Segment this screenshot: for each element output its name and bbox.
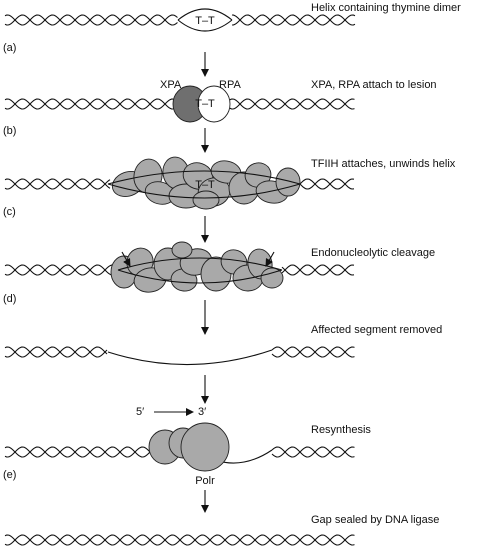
five-prime-label: 5′ bbox=[136, 406, 144, 418]
dimer-bubble-bottom bbox=[177, 19, 233, 32]
dna-helix bbox=[4, 534, 355, 546]
dna-strand-2 bbox=[299, 178, 355, 190]
dna-strand-2 bbox=[4, 264, 118, 276]
dna-strand-1 bbox=[271, 346, 355, 358]
panel-label-e: (e) bbox=[3, 469, 16, 481]
panel-label-c: (c) bbox=[3, 206, 16, 218]
dna-strand-1 bbox=[4, 264, 118, 276]
dna-strand-2 bbox=[231, 14, 356, 26]
protein-subunit bbox=[171, 241, 193, 259]
step-e-helix bbox=[4, 422, 355, 472]
excision-complex bbox=[110, 241, 284, 293]
rpa-protein bbox=[197, 85, 231, 123]
unwound-strand-bottom bbox=[107, 183, 301, 199]
panel-label-d: (d) bbox=[3, 293, 16, 305]
rpa-label: RPA bbox=[219, 79, 241, 91]
polymerase-label: Polr bbox=[195, 475, 215, 487]
dna-strand-1 bbox=[4, 178, 111, 190]
dna-strand-2 bbox=[4, 178, 111, 190]
dna-helix bbox=[4, 178, 355, 190]
unwound-strand-top bbox=[117, 257, 283, 271]
unwound-strand-top bbox=[107, 170, 301, 185]
unwound-strand-bottom bbox=[117, 269, 283, 284]
step-b-helix: T–T bbox=[4, 85, 355, 123]
dna-strand-1 bbox=[4, 14, 178, 26]
xpa-label: XPA bbox=[160, 79, 182, 91]
tfiih-complex bbox=[111, 156, 301, 210]
thymine-dimer-label: T–T bbox=[195, 179, 215, 191]
protein-subunit bbox=[192, 190, 220, 210]
dna-strand-2 bbox=[281, 264, 355, 276]
dna-helix bbox=[4, 264, 355, 276]
dna-strand-2 bbox=[271, 346, 355, 358]
remaining-strand bbox=[107, 349, 273, 366]
caption-d: Endonucleolytic cleavage bbox=[311, 247, 435, 259]
dimer-bubble-top bbox=[177, 8, 233, 21]
panel-label-a: (a) bbox=[3, 42, 16, 54]
caption-c: TFIIH attaches, unwinds helix bbox=[311, 158, 456, 170]
cleavage-arrow-right bbox=[265, 251, 275, 267]
caption-a: Helix containing thymine dimer bbox=[311, 2, 461, 14]
dna-strand-2 bbox=[271, 446, 355, 458]
thymine-dimer-label: T–T bbox=[195, 98, 215, 110]
dna-strand-2 bbox=[4, 14, 178, 26]
caption-b: XPA, RPA attach to lesion bbox=[311, 79, 437, 91]
dna-helix bbox=[4, 14, 356, 26]
step-sealed-helix bbox=[4, 534, 355, 546]
dna-strand-1 bbox=[271, 446, 355, 458]
cleavage-arrow-left bbox=[121, 251, 131, 267]
caption-e: Resynthesis bbox=[311, 424, 371, 436]
thymine-dimer-label: T–T bbox=[195, 15, 215, 27]
dna-strand-1 bbox=[231, 14, 356, 26]
panel-label-b: (b) bbox=[3, 125, 16, 137]
polymerase-body bbox=[180, 422, 230, 472]
step-c-helix: T–T bbox=[4, 156, 355, 210]
step-a-helix: T–T bbox=[4, 8, 356, 32]
dna-helix bbox=[4, 346, 355, 358]
caption-sealed: Gap sealed by DNA ligase bbox=[311, 514, 439, 526]
three-prime-label: 3′ bbox=[198, 406, 206, 418]
protein-subunit bbox=[275, 167, 301, 197]
protein-subunit bbox=[260, 267, 284, 289]
step-removed-helix bbox=[4, 346, 355, 366]
dna-strand-2 bbox=[4, 346, 108, 358]
step-d-helix bbox=[4, 241, 355, 293]
dna-strand-2 bbox=[4, 534, 355, 546]
caption-removed: Affected segment removed bbox=[311, 324, 442, 336]
dna-strand-1 bbox=[281, 264, 355, 276]
